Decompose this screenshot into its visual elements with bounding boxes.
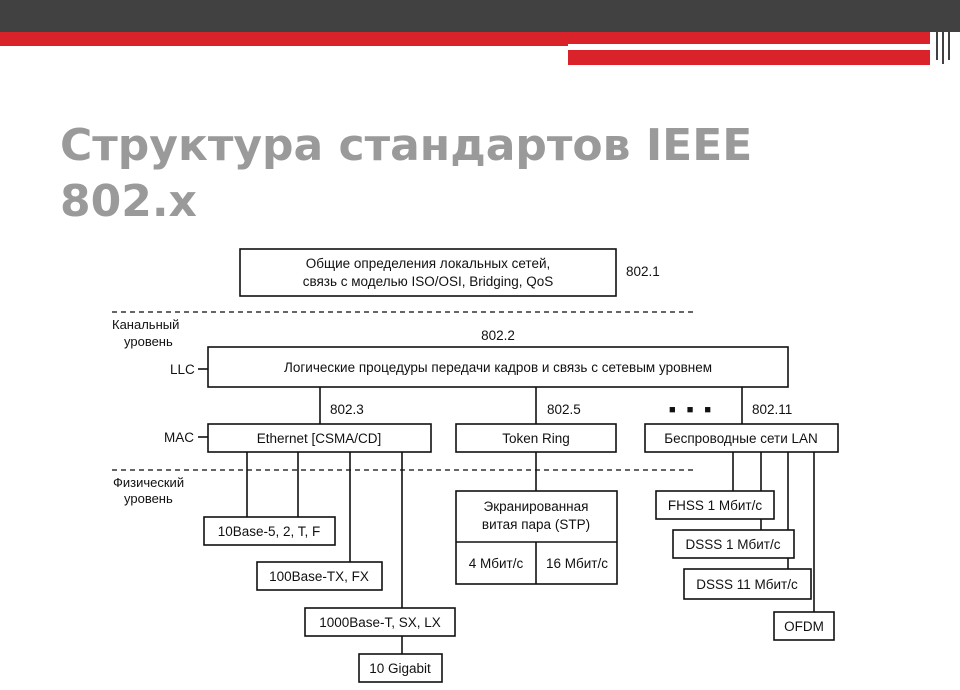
title-line-2: 802.x [60,176,197,227]
dsss-11-box [683,568,812,600]
physical-layer-label-1: Физический [113,475,184,490]
llc-description: Логические процедуры передачи кадров и с… [284,360,712,375]
title-line-1: Структура стандартов IEEE [60,120,753,171]
standard-802-1-label: 802.1 [626,264,660,279]
standard-802-3-label: 802.3 [330,402,364,417]
ellipsis-marker: ■ ■ ■ [669,404,715,416]
standard-802-2-label: 802.2 [481,328,515,343]
fhss-label: FHSS 1 Мбит/с [668,498,762,513]
eth-10base-label: 10Base-5, 2, T, F [218,524,321,539]
physical-layer-label-2: уровень [124,491,173,506]
wireless-lan-label: Беспроводные сети LAN [664,431,818,446]
ethernet-box [207,423,432,453]
eth-10gigabit-label: 10 Gigabit [369,661,431,676]
token-ring-label: Token Ring [502,431,570,446]
general-definitions-box [239,248,617,297]
eth-1000base-box [304,607,456,637]
standard-802-11-label: 802.11 [752,402,792,417]
dsss-11-label: DSSS 11 Мбит/с [696,577,798,592]
header-red-bar [0,32,930,46]
stp-speed-4: 4 Мбит/с [469,556,524,571]
link-layer-label-2: уровень [124,334,173,349]
fhss-box [655,490,775,520]
mac-label: MAC [164,430,194,445]
header-dark-bar [0,0,960,32]
header-red-bar-lower [568,50,930,65]
eth-100base-label: 100Base-TX, FX [269,569,369,584]
wireless-lan-box [644,423,839,453]
general-definitions-line-1: Общие определения локальных сетей, [306,256,551,271]
header-vertical-line [948,0,950,60]
stp-speed-16: 16 Мбит/с [546,556,608,571]
eth-10base-box [203,516,336,546]
llc-label: LLC [170,362,195,377]
ofdm-label: OFDM [784,619,824,634]
standard-802-5-label: 802.5 [547,402,581,417]
header-vertical-line [942,0,944,64]
eth-100base-box [256,561,383,591]
dsss-1-label: DSSS 1 Мбит/с [686,537,781,552]
ofdm-box [773,611,835,641]
ethernet-label: Ethernet [CSMA/CD] [257,431,382,446]
eth-1000base-label: 1000Base-T, SX, LX [319,615,441,630]
stp-label-2: витая пара (STP) [482,517,590,532]
stp-label-1: Экранированная [484,499,589,514]
general-definitions-line-2: связь с моделью ISO/OSI, Bridging, QoS [303,274,554,289]
dsss-1-box [672,529,795,559]
header-vertical-line [936,0,938,60]
llc-box [207,346,789,388]
slide-title: Структура стандартов IEEE 802.x [60,118,820,230]
link-layer-label-1: Канальный [112,317,179,332]
eth-10gigabit-box [358,653,443,683]
header-notch [568,44,930,50]
